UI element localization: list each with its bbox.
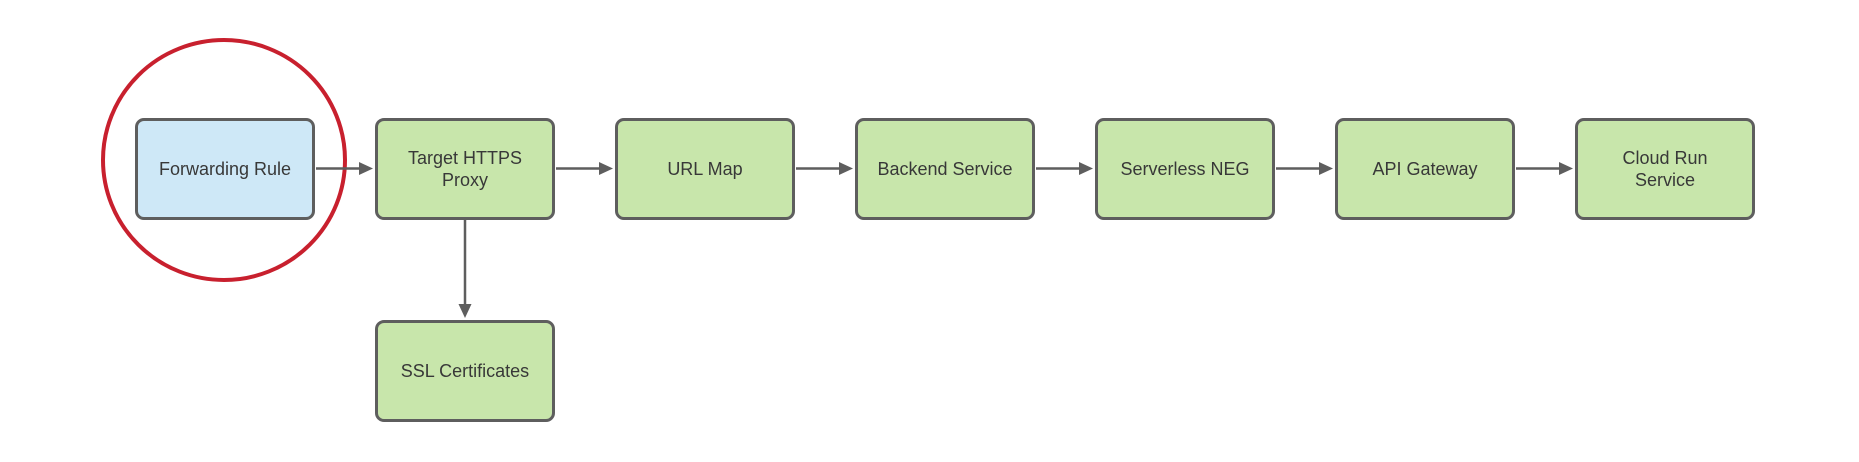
node-serverless-neg: Serverless NEG <box>1095 118 1275 220</box>
node-serverless-neg-label: Serverless NEG <box>1120 158 1250 179</box>
node-api-gateway: API Gateway <box>1335 118 1515 220</box>
arrow-serverless-neg-to-api-gateway <box>1276 162 1333 175</box>
arrow-api-gateway-to-cloud-run-service <box>1516 162 1573 175</box>
node-ssl-certificates: SSL Certificates <box>375 320 555 422</box>
node-forwarding-rule-label: Forwarding Rule <box>158 158 292 179</box>
highlight-circle <box>101 38 347 282</box>
node-cloud-run-service: Cloud Run Service <box>1575 118 1755 220</box>
node-target-https-proxy: Target HTTPS Proxy <box>375 118 555 220</box>
node-cloud-run-service-label: Cloud Run Service <box>1622 147 1708 191</box>
node-api-gateway-label: API Gateway <box>1372 158 1478 179</box>
arrow-url-map-to-backend-service <box>796 162 853 175</box>
arrow-forwarding-rule-to-target-https-proxy <box>316 162 373 175</box>
node-backend-service-label: Backend Service <box>877 158 1013 179</box>
node-url-map: URL Map <box>615 118 795 220</box>
node-backend-service: Backend Service <box>855 118 1035 220</box>
node-target-https-proxy-label: Target HTTPS Proxy <box>407 147 523 191</box>
arrow-backend-service-to-serverless-neg <box>1036 162 1093 175</box>
arrow-target-https-proxy-to-ssl-certificates <box>458 220 472 318</box>
arrow-target-https-proxy-to-url-map <box>556 162 613 175</box>
node-url-map-label: URL Map <box>667 158 743 179</box>
node-ssl-certificates-label: SSL Certificates <box>400 360 530 381</box>
node-forwarding-rule: Forwarding Rule <box>135 118 315 220</box>
